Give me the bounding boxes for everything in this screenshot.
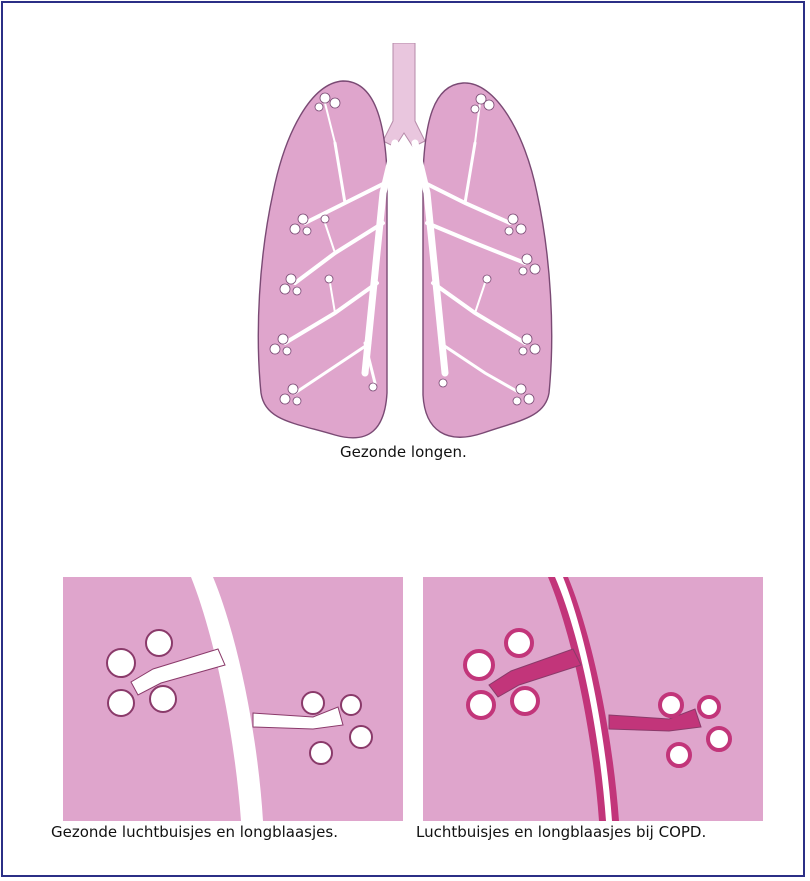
healthy-airways-panel: [63, 577, 403, 821]
copd-airways-panel: [423, 577, 763, 821]
left-lung: [258, 81, 387, 438]
caption-copd-airways: Luchtbuisjes en longblaasjes bij COPD.: [416, 823, 706, 841]
trachea: [383, 43, 425, 147]
caption-healthy-airways: Gezonde luchtbuisjes en longblaasjes.: [51, 823, 338, 841]
lungs-illustration: [225, 43, 585, 453]
caption-healthy-lungs: Gezonde longen.: [340, 443, 467, 461]
